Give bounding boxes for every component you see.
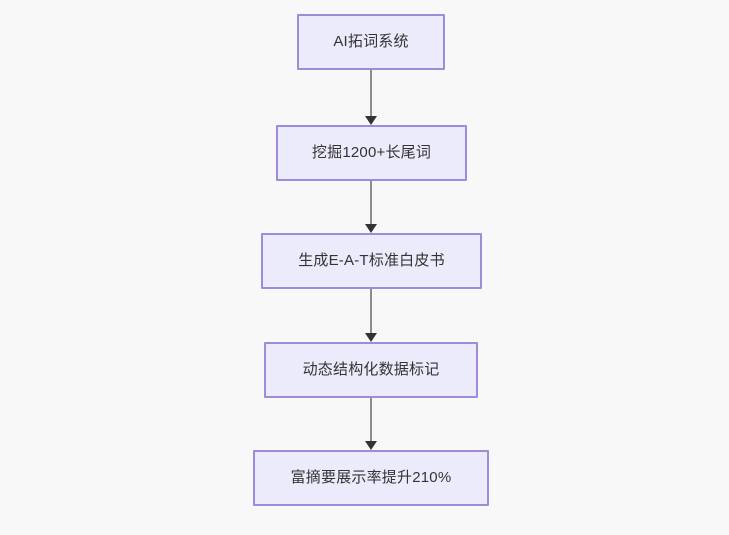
flowchart-node-label: 富摘要展示率提升210% [290, 469, 452, 486]
flowchart-node-n5[interactable]: 富摘要展示率提升210% [253, 450, 489, 506]
edge-line [370, 70, 372, 116]
edge-line [370, 181, 372, 224]
arrowhead-down-icon [365, 116, 377, 125]
flowchart-node-label: AI拓词系统 [333, 33, 409, 50]
flowchart-node-n4[interactable]: 动态结构化数据标记 [264, 342, 478, 398]
flowchart-node-label: 挖掘1200+长尾词 [311, 144, 432, 161]
arrowhead-down-icon [365, 333, 377, 342]
arrowhead-down-icon [365, 224, 377, 233]
edge-line [370, 398, 372, 441]
flowchart-node-n1[interactable]: AI拓词系统 [297, 14, 445, 70]
edge-n2-n3 [360, 181, 382, 233]
edge-line [370, 289, 372, 333]
edge-n1-n2 [360, 70, 382, 125]
edge-n3-n4 [360, 289, 382, 342]
flowchart-node-label: 生成E-A-T标准白皮书 [298, 252, 445, 269]
edge-n4-n5 [360, 398, 382, 450]
flowchart-node-n3[interactable]: 生成E-A-T标准白皮书 [261, 233, 482, 289]
flowchart-node-n2[interactable]: 挖掘1200+长尾词 [276, 125, 467, 181]
flowchart-node-label: 动态结构化数据标记 [302, 361, 440, 378]
arrowhead-down-icon [365, 441, 377, 450]
